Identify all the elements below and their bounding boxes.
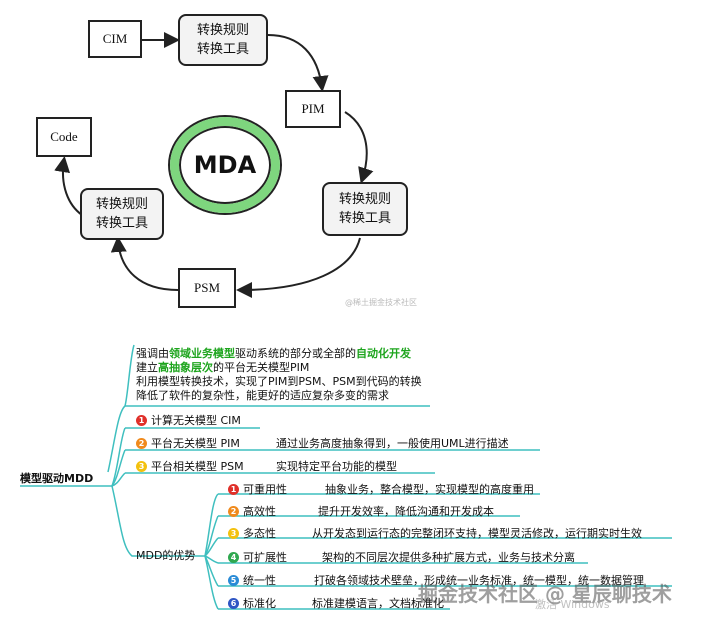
- rule-box-right: 转换规则 转换工具: [322, 182, 408, 236]
- model-item-pim: 2 平台无关模型 PIM: [136, 435, 240, 451]
- model-item-psm: 3 平台相关模型 PSM: [136, 458, 244, 474]
- model-item-cim: 1 计算无关模型 CIM: [136, 412, 241, 428]
- advantage-label: 多态性: [243, 527, 276, 540]
- advantage-desc: 抽象业务，整合模型，实现模型的高度重用: [325, 483, 534, 496]
- rule-box-left-line2: 转换工具: [95, 216, 148, 231]
- mda-center-circle: MDA: [170, 117, 280, 213]
- number-badge-icon: 1: [228, 483, 239, 495]
- psm-node: PSM: [178, 268, 236, 308]
- advantage-label: 统一性: [243, 574, 276, 587]
- number-badge-icon: 4: [228, 551, 239, 563]
- activation-watermark: 激活 Windows: [535, 598, 610, 611]
- image-watermark: @稀土掘金技术社区: [345, 298, 417, 307]
- pim-label: PIM: [301, 101, 325, 116]
- rule-box-top: 转换规则 转换工具: [178, 14, 268, 66]
- summary-line-4: 降低了软件的复杂性，能更好的适应复杂多变的需求: [136, 389, 389, 402]
- model-label: 计算无关模型 CIM: [151, 414, 241, 427]
- branch-root-top: [107, 405, 430, 473]
- mda-center-label: MDA: [193, 151, 257, 179]
- advantage-label: 高效性: [243, 505, 276, 518]
- rule-box-top-line1: 转换规则: [196, 23, 249, 38]
- number-badge-icon: 2: [228, 505, 239, 517]
- advantage-desc: 架构的不同层次提供多种扩展方式，业务与技术分离: [322, 551, 575, 564]
- number-badge-icon: 2: [136, 437, 147, 449]
- number-badge-icon: 6: [228, 597, 239, 609]
- code-node: Code: [36, 117, 92, 157]
- advantage-label: 可重用性: [243, 483, 287, 496]
- number-badge-icon: 1: [136, 414, 147, 426]
- rule-box-right-line2: 转换工具: [338, 211, 391, 226]
- advantage-item: 5 统一性: [228, 572, 276, 588]
- rule-box-right-line1: 转换规则: [338, 192, 391, 207]
- advantages-label: MDD的优势: [136, 549, 196, 562]
- number-badge-icon: 3: [228, 527, 239, 539]
- mindmap-root: 模型驱动MDD: [20, 472, 94, 485]
- adv-fan-b: [204, 537, 219, 557]
- advantage-item: 3 多态性: [228, 525, 276, 541]
- advantage-desc: 打破各领域技术壁垒，形成统一业务标准，统一模型，统一数据管理: [314, 574, 644, 587]
- overlay-watermark: 掘金技术社区 @ 星辰聊技术: [418, 582, 672, 606]
- model-desc-pim: 通过业务高度抽象得到，一般使用UML进行描述: [276, 437, 509, 450]
- arrow-rule1-to-pim: [267, 34, 329, 92]
- rule-box-left-line1: 转换规则: [95, 197, 148, 212]
- advantage-desc: 提升开发效率，降低沟通和开发成本: [318, 505, 494, 518]
- advantage-desc: 标准建模语言，文档标准化: [312, 597, 444, 610]
- branch-root-fan2: [111, 449, 126, 487]
- rule-box-left: 转换规则 转换工具: [80, 188, 164, 240]
- branch-adv-fan: [204, 493, 219, 557]
- adv-fan-e: [204, 555, 219, 610]
- number-badge-icon: 3: [136, 460, 147, 472]
- advantage-label: 可扩展性: [243, 551, 287, 564]
- advantage-desc: 从开发态到运行态的完整闭环支持，模型灵活修改，运行期实时生效: [312, 527, 642, 540]
- summary-line-3: 利用模型转换技术，实现了PIM到PSM、PSM到代码的转换: [136, 375, 422, 388]
- summary-line-1: 强调由领域业务模型驱动系统的部分或全部的自动化开发: [136, 347, 411, 360]
- advantage-label: 标准化: [243, 597, 276, 610]
- arrow-psm-to-rule3: [110, 236, 179, 291]
- code-label: Code: [50, 129, 78, 144]
- branch-summary: [124, 344, 135, 407]
- number-badge-icon: 5: [228, 574, 239, 586]
- advantage-item: 4 可扩展性: [228, 549, 287, 565]
- cim-label: CIM: [102, 31, 128, 46]
- arrow-rule3-to-code: [54, 156, 83, 216]
- psm-label: PSM: [193, 280, 221, 295]
- advantage-item: 6 标准化: [228, 595, 276, 611]
- branch-root-fan3: [111, 472, 126, 487]
- arrow-rule2-to-psm: [236, 237, 361, 298]
- model-label: 平台相关模型 PSM: [151, 460, 244, 473]
- model-label: 平台无关模型 PIM: [151, 437, 240, 450]
- branch-root-fan: [111, 427, 126, 487]
- mindmap-branches: [20, 344, 672, 610]
- advantage-item: 2 高效性: [228, 503, 276, 519]
- arrow-pim-to-rule2: [344, 111, 374, 184]
- cim-node: CIM: [88, 20, 142, 58]
- advantage-item: 1 可重用性: [228, 481, 287, 497]
- model-desc-psm: 实现特定平台功能的模型: [276, 460, 397, 473]
- summary-line-2: 建立高抽象层次的平台无关模型PIM: [136, 361, 310, 374]
- pim-node: PIM: [285, 90, 341, 128]
- rule-box-top-line2: 转换工具: [196, 42, 249, 57]
- adv-fan-a: [204, 515, 219, 557]
- branch-advantage: [111, 485, 205, 557]
- adv-fan-c: [204, 555, 219, 564]
